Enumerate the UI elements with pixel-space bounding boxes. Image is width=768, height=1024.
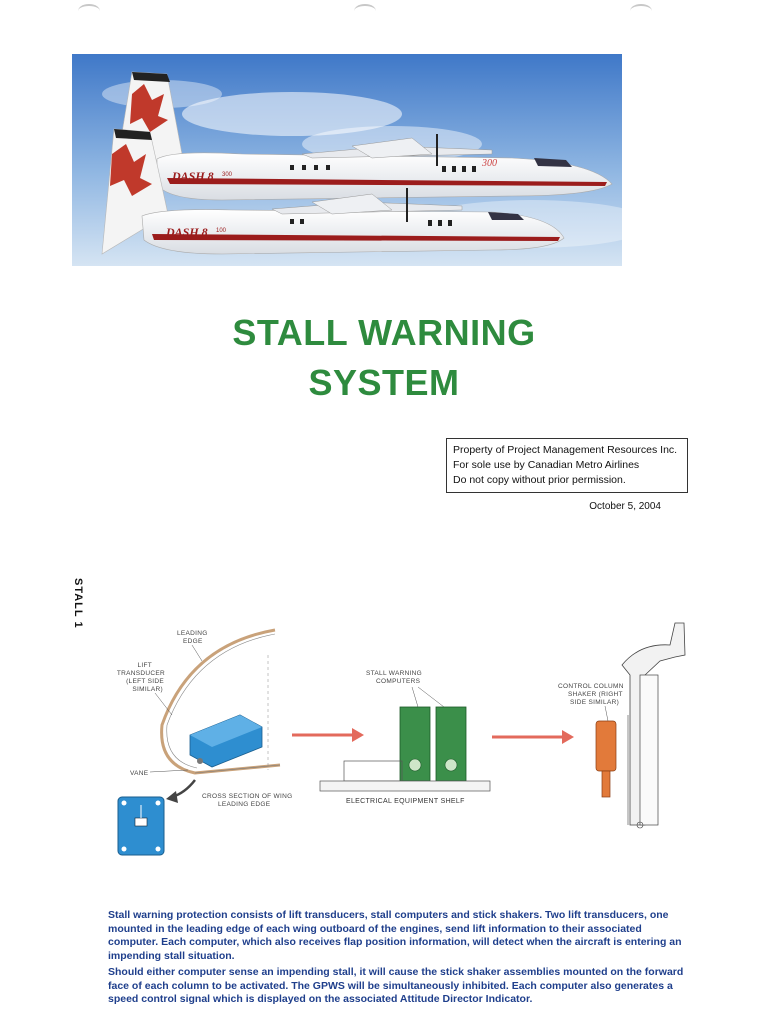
side-section-label: STALL 1	[72, 578, 84, 629]
label-electrical-shelf: ELECTRICAL EQUIPMENT SHELF	[346, 798, 465, 805]
svg-text:100: 100	[216, 228, 227, 234]
punch-hole-right	[630, 4, 652, 18]
property-line: Property of Project Management Resources…	[453, 444, 678, 456]
label-computers-2: COMPUTERS	[376, 678, 421, 685]
body-paragraph-1: Stall warning protection consists of lif…	[108, 909, 682, 962]
svg-text:300: 300	[481, 158, 497, 169]
page-title: STALL WARNING SYSTEM	[0, 308, 768, 408]
label-cross-section-1: CROSS SECTION OF WING	[202, 793, 292, 800]
label-control-column-2: SHAKER (RIGHT	[568, 691, 623, 698]
document-date: October 5, 2004	[589, 501, 661, 512]
svg-text:DASH 8: DASH 8	[165, 225, 208, 239]
label-lift-transducer-3: (LEFT SIDE	[126, 678, 164, 685]
label-cross-section-2: LEADING EDGE	[218, 801, 271, 808]
control-column	[595, 622, 686, 829]
label-control-column-3: SIDE SIMILAR)	[570, 699, 619, 706]
aircraft-100: DASH 8 100	[101, 128, 565, 255]
punch-hole-center	[354, 4, 376, 18]
property-line: Do not copy without prior permission.	[453, 474, 626, 486]
vane-detail	[117, 796, 165, 856]
title-line-1: STALL WARNING	[232, 312, 536, 353]
label-vane: VANE	[130, 770, 149, 777]
label-leading-edge-2: EDGE	[183, 638, 203, 645]
label-lift-transducer-2: TRANSDUCER	[117, 670, 165, 677]
label-leading-edge-1: LEADING	[177, 630, 208, 637]
svg-text:300: 300	[222, 172, 233, 178]
stall-warning-diagram: LEADING EDGE LIFT TRANSDUCER (LEFT SIDE …	[100, 615, 720, 860]
title-line-2: SYSTEM	[308, 362, 460, 403]
stall-warning-computers	[319, 706, 491, 792]
body-paragraph-2: Should either computer sense an impendin…	[108, 966, 684, 1005]
label-lift-transducer-4: SIMILAR)	[132, 686, 163, 693]
label-control-column-1: CONTROL COLUMN	[558, 683, 624, 690]
label-computers-1: STALL WARNING	[366, 670, 422, 677]
property-notice: Property of Project Management Resources…	[446, 438, 688, 493]
punch-hole-left	[78, 4, 100, 18]
hero-aircraft-image: 300 DASH 8 300 DASH 8 100	[72, 54, 622, 266]
wing-leading-edge	[160, 628, 281, 775]
property-line: For sole use by Canadian Metro Airlines	[453, 459, 640, 471]
label-lift-transducer-1: LIFT	[137, 662, 152, 669]
svg-text:DASH 8: DASH 8	[171, 169, 214, 183]
lift-transducer-unit	[189, 714, 263, 768]
